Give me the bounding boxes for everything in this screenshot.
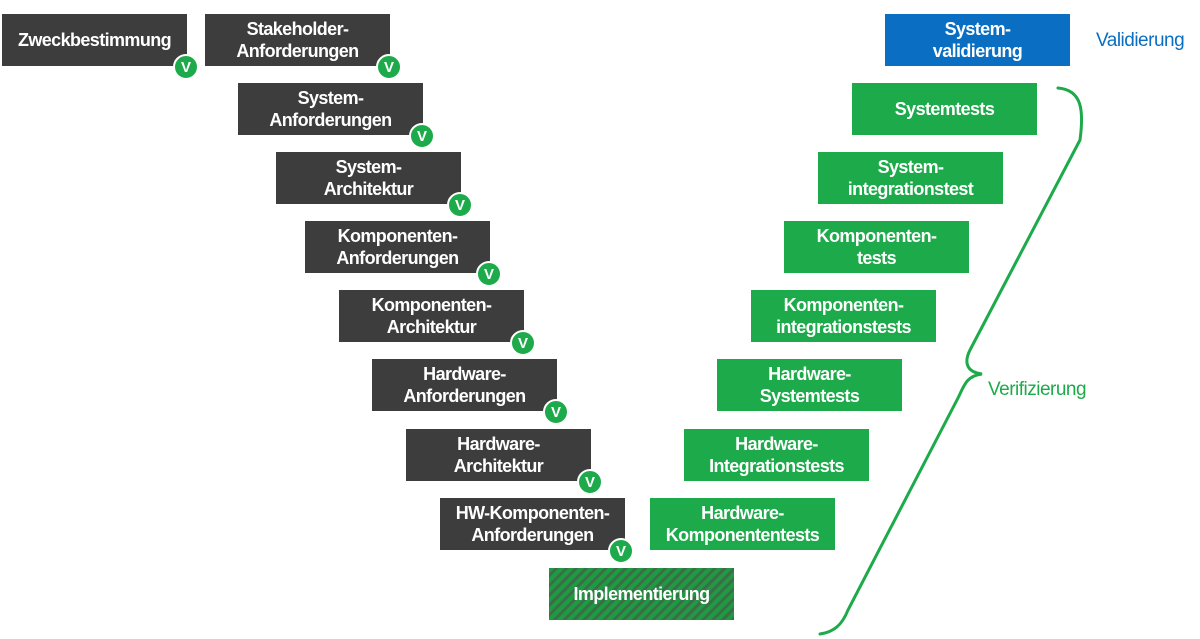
box-hardware-komponententests: Hardware- Komponententests <box>650 498 835 550</box>
box-system-anforderungen: System- Anforderungen <box>238 83 423 135</box>
check-badge-komponenten-architektur: V <box>510 330 536 356</box>
validation-label: Validierung <box>1096 30 1185 51</box>
box-komponententests: Komponenten- tests <box>784 221 969 273</box>
check-badge-hardware-architektur: V <box>577 469 603 495</box>
box-systemtests: Systemtests <box>852 83 1037 135</box>
check-badge-hardware-anforderungen: V <box>543 399 569 425</box>
box-komponenten-anforderungen: Komponenten- Anforderungen <box>305 221 490 273</box>
check-badge-hw-komponenten: V <box>608 538 634 564</box>
box-system-architektur: System- Architektur <box>276 152 461 204</box>
box-hardware-integrationstests: Hardware- Integrationstests <box>684 429 869 481</box>
box-hardware-systemtests: Hardware- Systemtests <box>717 359 902 411</box>
check-badge-system-anforderungen: V <box>409 123 435 149</box>
check-badge-zweckbestimmung: V <box>173 54 199 80</box>
box-hw-komponenten-anforderungen: HW-Komponenten- Anforderungen <box>440 498 625 550</box>
box-komponentenintegrationstests: Komponenten- integrationstests <box>751 290 936 342</box>
box-komponenten-architektur: Komponenten- Architektur <box>339 290 524 342</box>
check-badge-system-architektur: V <box>447 192 473 218</box>
box-hardware-architektur: Hardware- Architektur <box>406 429 591 481</box>
box-stakeholder-anforderungen: Stakeholder- Anforderungen <box>205 14 390 66</box>
check-badge-komponenten-anforderungen: V <box>476 261 502 287</box>
check-badge-stakeholder: V <box>376 54 402 80</box>
box-systemvalidierung: System- validierung <box>885 14 1070 66</box>
box-systemintegrationstest: System- integrationstest <box>818 152 1003 204</box>
verification-label: Verifizierung <box>988 379 1087 400</box>
box-hardware-anforderungen: Hardware- Anforderungen <box>372 359 557 411</box>
box-zweckbestimmung: Zweckbestimmung <box>2 14 187 66</box>
box-implementierung: Implementierung <box>549 568 734 620</box>
